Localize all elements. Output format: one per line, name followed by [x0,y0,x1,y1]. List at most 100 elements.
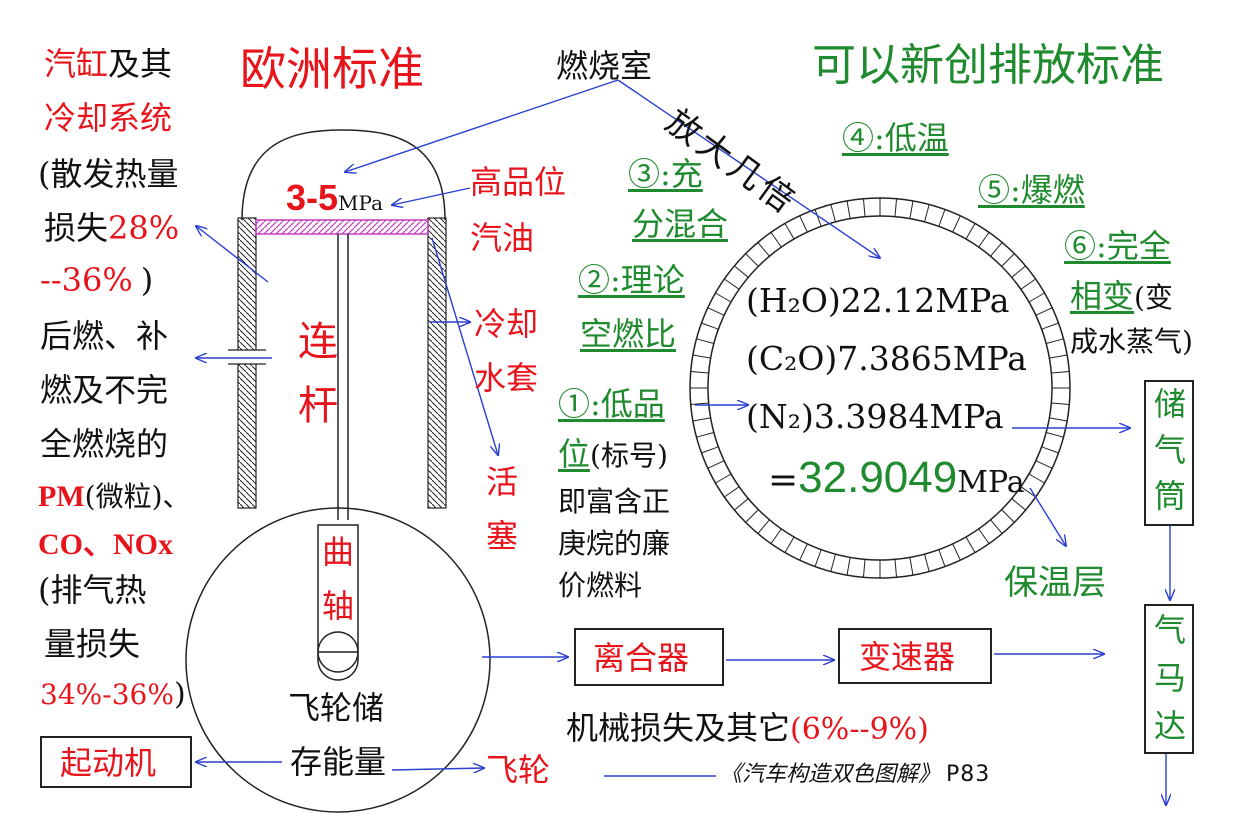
feature-1-line-4: 庚烷的廉 [558,527,671,560]
piston-head [255,219,429,235]
pressure-label: 3-5MPa [286,177,383,218]
insulation-tick [846,200,851,219]
insulation-tick [1035,460,1053,469]
feature-3-line-1: ③:充 [628,155,703,193]
feature-2-line-1: ②:理论 [578,261,685,299]
insulation-tick [830,204,836,222]
insulation-tick [862,559,866,578]
insulation-tick [965,223,976,240]
insulation-tick [696,338,714,344]
starter-label: 起动机 [60,744,157,782]
air-motor-char-1: 气 [1154,611,1187,649]
gas-tank-char-3: 筒 [1154,477,1187,515]
gas-tank-box: 储 气 筒 [1144,380,1194,526]
air-motor-char-3: 达 [1154,707,1187,745]
insulation-tick [745,509,759,523]
insulation-tick [1035,307,1053,316]
insulation-tick [757,242,770,257]
feature-6-line-2: 相变(变 [1070,277,1173,315]
insulation-tick [799,543,808,561]
heat-loss-line-2: 损失28% [44,209,180,247]
insulation-tick [814,549,822,567]
insulation-tick [830,554,836,572]
cylinder-wall-right [427,217,447,509]
insulation-tick [1020,278,1036,290]
cooling-jacket-label-2: 水套 [474,359,539,397]
insulation-tick [784,536,795,553]
crankshaft-label-1: 曲 [322,533,355,571]
exhaust-line-1: (排气热 [38,571,147,609]
feature-6-line-3: 成水蒸气) [1070,325,1193,358]
piston-label-2: 塞 [486,517,519,555]
insulation-tick [894,198,898,217]
insulation-tick [990,242,1003,257]
insulation-tick [814,209,822,227]
air-motor-box: 气 马 达 [1144,604,1194,754]
n2-pressure: (N₂)3.3984MPa [746,397,1004,436]
insulation-tick [1011,265,1026,278]
feature-6-line-1: ⑥:完全 [1064,227,1171,265]
insulation-tick [1020,486,1036,498]
afterburn-line-3: 全燃烧的 [40,425,169,463]
cylinder-label: 汽缸及其 [44,45,173,83]
pm-line: PM(微粒)、 [38,480,191,513]
insulation-tick [1046,432,1064,438]
insulation-tick [799,215,808,233]
insulation-tick [1041,322,1059,330]
insulation-layer-label: 保温层 [1004,563,1106,603]
exhaust-line-3: 34%-36%) [40,677,186,712]
insulation-tick [724,278,740,290]
feature-1-line-1: ①:低品 [558,385,665,423]
insulation-tick [784,223,795,240]
insulation-tick [745,253,759,267]
insulation-tick [690,402,709,406]
crankshaft-label-2: 轴 [322,587,355,625]
insulation-tick [1028,292,1045,303]
insulation-tick [1011,498,1026,511]
crankshaft-capsule [317,524,359,681]
insulation-tick [757,519,770,534]
insulation-tick [770,232,782,248]
insulation-tick [978,232,990,248]
air-motor-char-2: 马 [1154,659,1187,697]
insulation-tick [938,209,946,227]
gas-tank-char-2: 气 [1154,431,1187,469]
insulation-tick [715,473,732,484]
mechanical-loss-label: 机械损失及其它(6%--9%) [566,709,929,747]
insulation-tick [965,536,976,553]
gearbox-box: 变速器 [838,628,992,684]
insulation-tick [1049,354,1068,359]
insulation-tick [938,549,946,567]
insulation-tick [1001,509,1015,523]
clutch-box: 离合器 [574,628,724,686]
insulation-tick [701,446,719,454]
insulation-tick [1041,446,1059,454]
high-grade-label-1: 高品位 [470,163,567,201]
cooling-jacket-label-1: 冷却 [474,305,539,343]
insulation-tick [692,417,711,422]
cylinder-dome [241,129,446,221]
insulation-tick [690,370,709,374]
insulation-tick [1028,473,1045,484]
flywheel-label: 飞轮 [486,751,551,789]
insulation-tick [1049,417,1068,422]
insulation-tick [1051,370,1070,374]
afterburn-line-2: 燃及不完 [40,371,169,409]
insulation-tick [734,265,749,278]
feature-1-line-2: 位(标号) [558,435,668,473]
heat-loss-line-1: (散发热量 [38,155,179,193]
insulation-tick [734,498,749,511]
feature-1-line-3: 即富含正 [558,485,671,518]
feature-2-line-2: 空燃比 [580,315,677,353]
h2o-pressure: (H₂O)22.12MPa [746,281,1010,320]
new-standard-title: 可以新创排放标准 [812,40,1164,91]
insulation-tick [990,519,1003,534]
insulation-tick [707,307,725,316]
source-reference: 《汽车构造双色图解》P83 [720,762,991,787]
cooling-system-label: 冷却系统 [44,99,173,137]
insulation-tick [978,528,990,544]
flywheel-energy-label-1: 飞轮储 [288,689,385,727]
clutch-label: 离合器 [593,639,690,677]
